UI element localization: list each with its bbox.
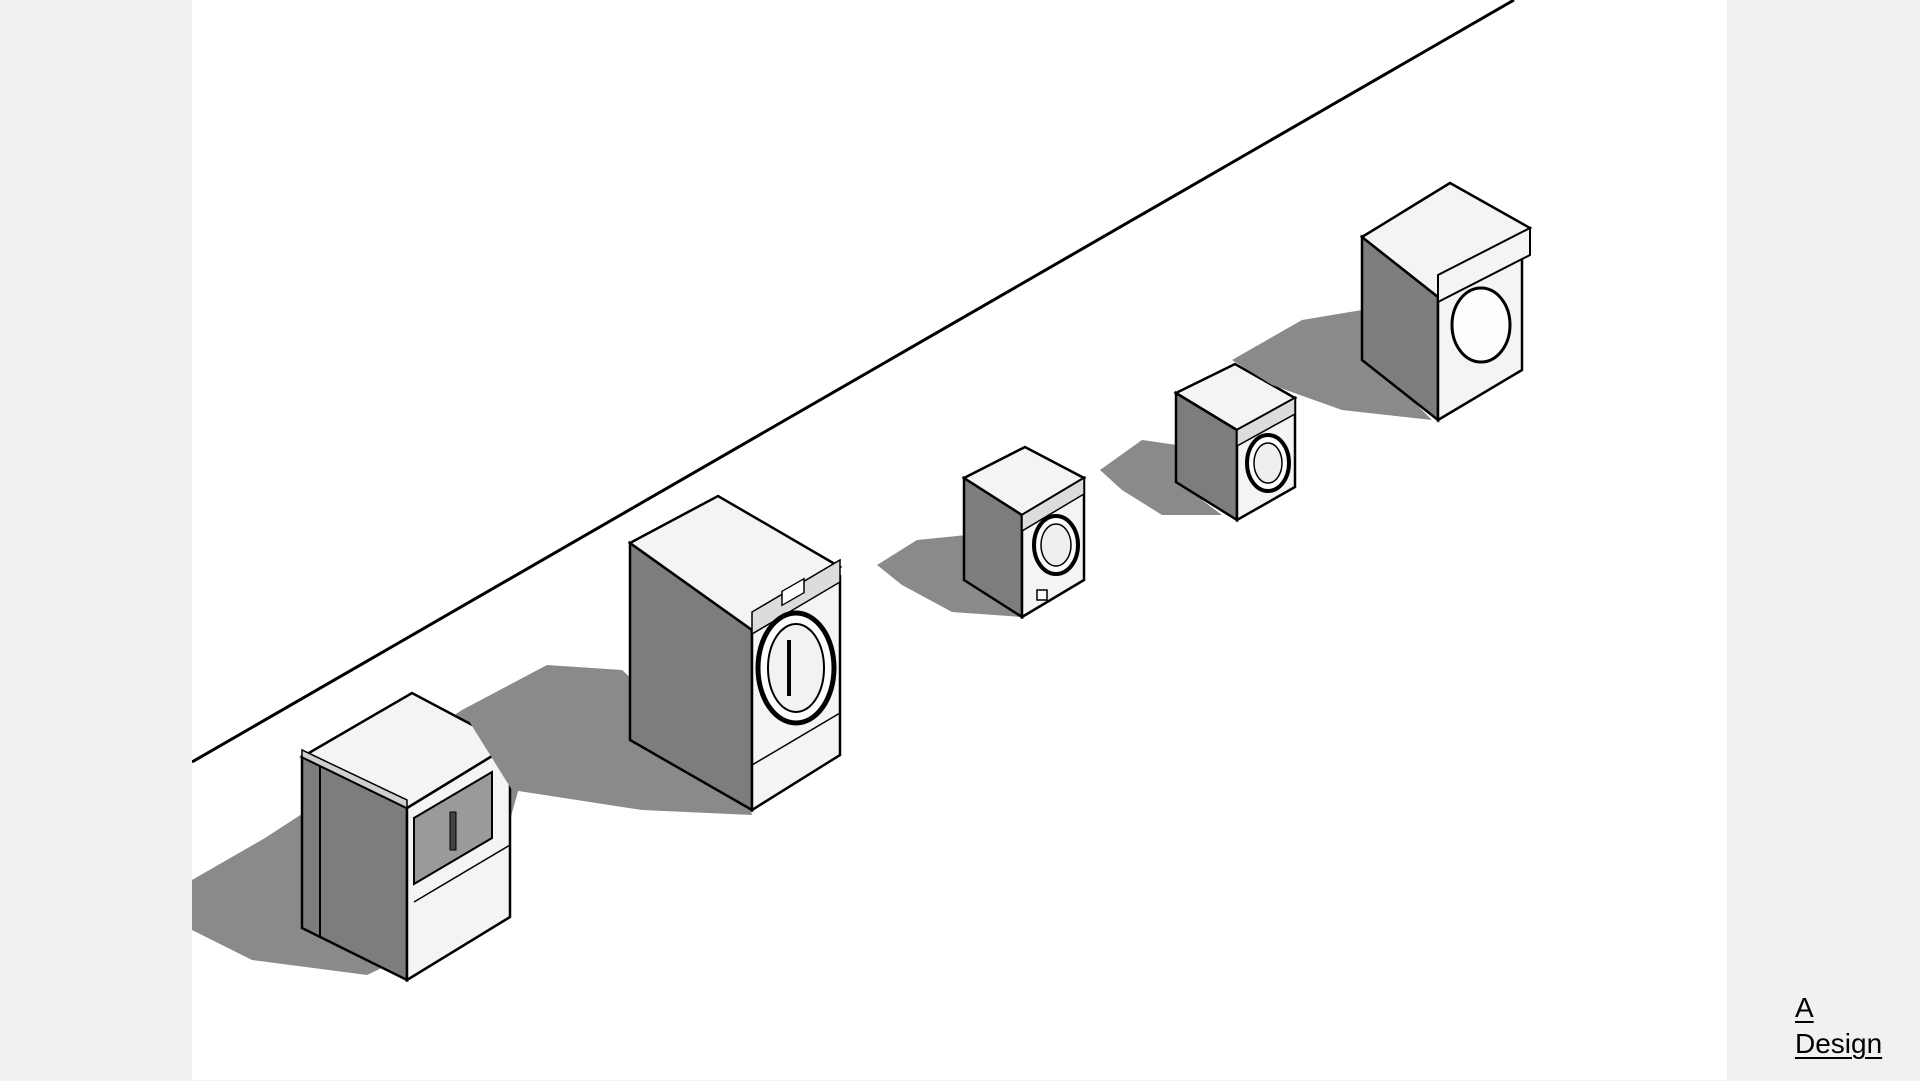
small-washer: [877, 445, 1087, 620]
small-washer-2-door-inner: [1253, 442, 1283, 484]
brand-logo-line-1: A: [1795, 992, 1814, 1023]
tumble-dryer-display: [781, 577, 805, 607]
brand-logo-link[interactable]: A Design: [1795, 990, 1882, 1062]
small-washer-2: [1100, 362, 1298, 523]
small-washer-control-strip: [1021, 476, 1085, 533]
isometric-laundry-scene: [192, 0, 1727, 1080]
barrier-washer-handle: [449, 811, 457, 851]
barrier-washer-panel-line: [413, 844, 511, 903]
small-washer-coin-slot: [1036, 589, 1048, 601]
tumble-dryer-door-inner: [767, 623, 825, 713]
image-viewer: [192, 0, 1727, 1080]
small-washer-shadow: [877, 535, 1022, 617]
tumble-dryer-kick-line: [751, 712, 841, 766]
large-washer-shadow: [1232, 310, 1432, 420]
small-washer-2-control-strip: [1236, 396, 1296, 448]
barrier-washer: [192, 670, 552, 983]
large-washer-door: [1450, 286, 1512, 364]
barrier-washer-top-trim: [301, 748, 408, 810]
tumble-dryer-shadow: [462, 665, 752, 815]
large-washer-top-overhang: [1437, 226, 1531, 304]
small-washer-2-shadow: [1100, 440, 1222, 515]
tumble-dryer: [462, 494, 843, 815]
small-washer-door-inner: [1040, 523, 1072, 567]
brand-logo-line-2: Design: [1795, 1028, 1883, 1059]
scene-drawing: [192, 0, 1533, 983]
wall-line: [192, 0, 1515, 764]
large-washer: [1232, 181, 1533, 423]
